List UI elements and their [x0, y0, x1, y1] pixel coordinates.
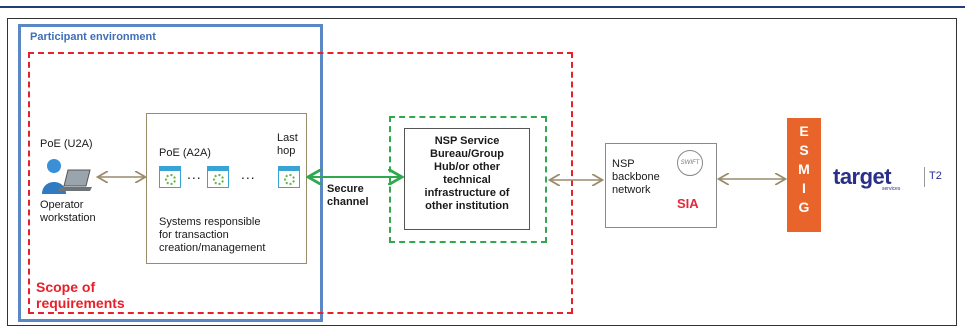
nsp-service-bureau-box: NSP Service Bureau/Group Hub/or other te…: [404, 128, 530, 230]
scope-of-requirements-label: Scope of requirements: [36, 279, 125, 311]
logo-separator: [924, 167, 925, 187]
application-window-icon: [278, 166, 300, 188]
esmig-block: E S M I G: [787, 118, 821, 232]
top-rule: [0, 6, 965, 8]
ellipsis-2: ...: [241, 166, 256, 182]
target-logo: target: [833, 164, 892, 189]
participant-environment-title: Participant environment: [30, 31, 156, 43]
application-window-icon: [159, 166, 181, 188]
gear-icon: [213, 174, 224, 185]
secure-channel-label: Secure channel: [327, 183, 369, 208]
operator-workstation-icon: [42, 159, 92, 194]
ellipsis-1: ...: [187, 166, 202, 182]
systems-box: [146, 113, 307, 264]
operator-workstation-label: Operator workstation: [40, 199, 96, 224]
sia-logo: SIA: [677, 196, 699, 211]
poe-a2a-label: PoE (A2A): [159, 147, 211, 159]
target-services-label: services: [882, 186, 901, 192]
swift-logo: SWIFT: [677, 150, 703, 176]
poe-u2a-label: PoE (U2A): [40, 138, 93, 150]
systems-description: Systems responsible for transaction crea…: [159, 216, 266, 254]
t2-label: T2: [929, 170, 942, 182]
gear-icon: [165, 174, 176, 185]
diagram-frame: [7, 18, 957, 326]
gear-icon: [284, 174, 295, 185]
last-hop-label: Last hop: [277, 132, 298, 157]
nsp-backbone-label: NSP backbone network: [612, 158, 660, 196]
application-window-icon: [207, 166, 229, 188]
